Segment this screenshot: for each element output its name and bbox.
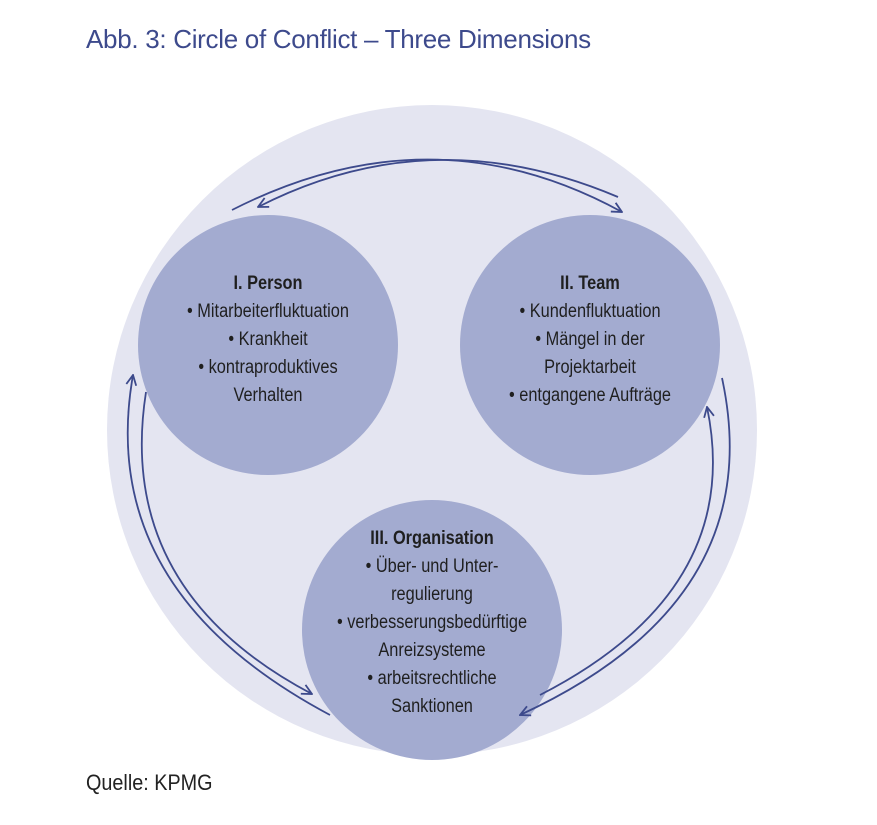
node-organisation-line: • arbeitsrechtliche	[367, 668, 497, 689]
node-person-line: Verhalten	[233, 385, 303, 406]
node-organisation-line: • verbesserungsbedürftige	[336, 612, 528, 633]
arrow-organisation-to-person	[128, 375, 331, 716]
arrow-team-to-organisation	[520, 377, 731, 715]
node-organisation: III. Organisation • Über- und Unter- reg…	[294, 525, 569, 721]
node-person: I. Person • Mitarbeiterfluktuation • Kra…	[139, 270, 397, 410]
arrow-person-to-organisation	[140, 391, 312, 694]
arrow-team-to-person	[258, 159, 619, 207]
node-organisation-line: Sanktionen	[391, 696, 473, 717]
source-note: Quelle: KPMG	[86, 770, 213, 795]
node-team-line: • Kundenfluktuation	[519, 301, 661, 322]
node-organisation-line: regulierung	[391, 584, 473, 605]
node-team-line: Projektarbeit	[544, 357, 636, 378]
node-team-line: • Mängel in der	[535, 329, 645, 350]
node-person-line: • Krankheit	[228, 329, 308, 350]
node-team-title: II. Team	[560, 273, 620, 294]
node-team: II. Team • Kundenfluktuation • Mängel in…	[457, 270, 724, 410]
node-organisation-line: Anreizsysteme	[378, 640, 486, 661]
arrow-organisation-to-team	[539, 407, 713, 696]
node-organisation-line: • Über- und Unter-	[365, 556, 499, 577]
node-organisation-title: III. Organisation	[370, 528, 494, 549]
node-circle-team	[460, 215, 720, 475]
node-person-line: • kontraproduktives	[198, 357, 338, 378]
node-person-line: • Mitarbeiterfluktuation	[187, 301, 349, 322]
node-circle-person	[138, 215, 398, 475]
figure-title: Abb. 3: Circle of Conflict – Three Dimen…	[86, 24, 591, 54]
node-person-title: I. Person	[233, 273, 303, 294]
node-circle-organisation	[302, 500, 562, 760]
node-team-line: • entgangene Aufträge	[508, 385, 672, 406]
